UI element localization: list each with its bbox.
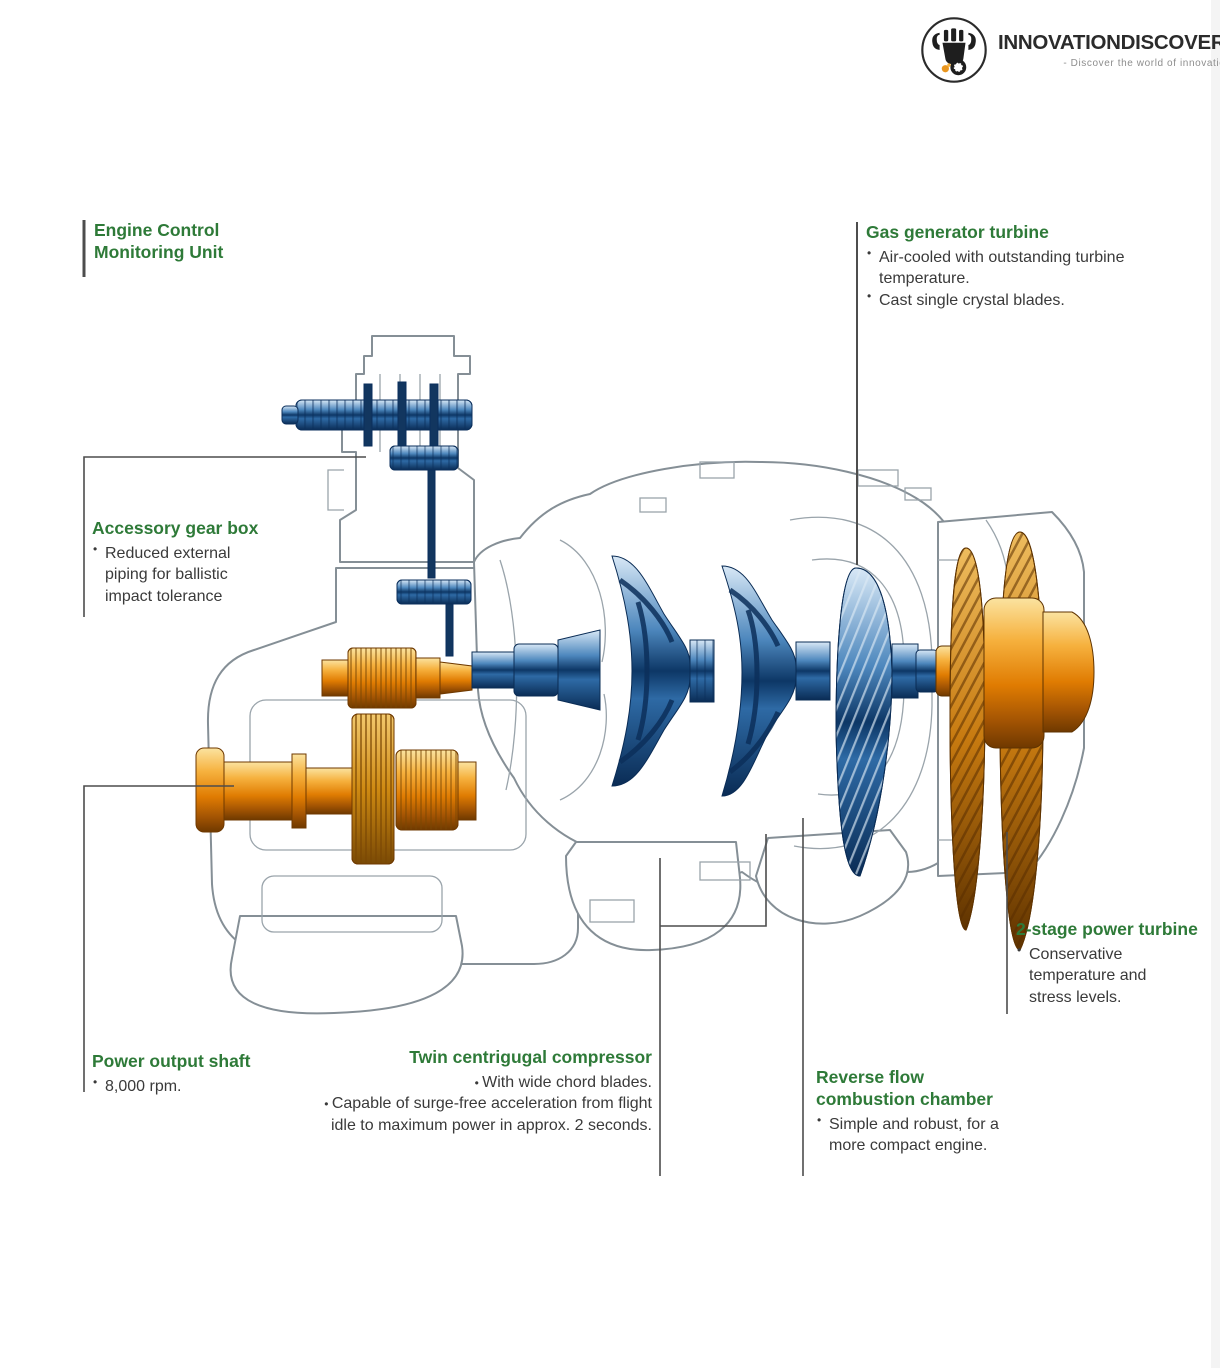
gas-generator-turbine-disc — [835, 567, 893, 877]
leader-power-output-shaft — [83, 785, 234, 1092]
reduction-gear — [351, 713, 395, 865]
bullet-item: Capable of surge-free acceleration from … — [322, 1093, 652, 1136]
output-shaft-end-collar — [457, 761, 477, 821]
bullet-item: 8,000 rpm. — [92, 1075, 282, 1097]
bullet-item: Conservative temperature and stress leve… — [1016, 943, 1168, 1008]
centrifugal-impeller-2 — [721, 565, 797, 797]
label-2-stage-power-turbine: 2-stage power turbine Conservative tempe… — [1016, 918, 1202, 1008]
label-title: Engine Control Monitoring Unit — [94, 220, 224, 263]
layshaft-assembly — [321, 647, 473, 709]
combustor-bottom-bulge — [755, 829, 910, 925]
output-shaft-tip-flange — [195, 747, 225, 833]
bullet-item: Simple and robust, for a more compact en… — [816, 1113, 1034, 1157]
centrifugal-impeller-1 — [611, 555, 691, 787]
label-bullets: Air-cooled with outstanding turbine temp… — [866, 246, 1128, 311]
label-title: Power output shaft — [92, 1051, 251, 1071]
output-shaft-segment — [223, 761, 293, 821]
label-bullets: Simple and robust, for a more compact en… — [816, 1113, 1034, 1157]
accessory-shafts — [281, 381, 473, 657]
label-engine-control-monitoring-unit: Engine Control Monitoring Unit — [94, 219, 236, 263]
power-turbine-disc-1 — [949, 547, 986, 931]
bullet-item: Cast single crystal blades. — [866, 289, 1128, 311]
label-title: 2-stage power turbine — [1016, 919, 1198, 939]
logo-title: INNOVATIONDISCOVERIES.COM — [998, 31, 1220, 54]
power-turbine-hub — [983, 597, 1045, 749]
page-right-border — [1211, 0, 1220, 1368]
label-bullets: Conservative temperature and stress leve… — [1016, 943, 1168, 1008]
output-shaft-segment-2 — [305, 767, 355, 815]
power-output-shaft-assembly — [195, 713, 477, 865]
logo-tagline: - Discover the world of innovations - — [1063, 58, 1220, 69]
output-hub-dome — [1042, 611, 1095, 733]
bullet-item: With wide chord blades. — [322, 1072, 652, 1093]
label-power-output-shaft: Power output shaft 8,000 rpm. — [92, 1050, 282, 1097]
label-bullets: Reduced external piping for ballistic im… — [92, 542, 270, 607]
bullet-item: Reduced external piping for ballistic im… — [92, 542, 270, 607]
label-reverse-flow-combustion-chamber: Reverse flow combustion chamber Simple a… — [816, 1066, 1034, 1157]
output-ribbed-drum — [395, 749, 459, 831]
leader-accessory-gearbox — [83, 456, 366, 617]
engine-logo-icon — [921, 17, 987, 83]
leader-lines — [82, 220, 1008, 1176]
label-bullets: With wide chord blades. Capable of surge… — [322, 1072, 652, 1136]
site-logo: INNOVATIONDISCOVERIES.COM - Discover the… — [918, 14, 1220, 86]
label-bullets: 8,000 rpm. — [92, 1075, 282, 1097]
compressor-bottom-pod — [565, 841, 742, 952]
label-title: Accessory gear box — [92, 518, 259, 538]
logo-text-block: INNOVATIONDISCOVERIES.COM - Discover the… — [998, 31, 1220, 69]
label-title: Reverse flow combustion chamber — [816, 1067, 993, 1110]
bullet-item: Air-cooled with outstanding turbine temp… — [866, 246, 1128, 290]
compressor-spool — [471, 555, 939, 877]
label-twin-centrifugal-compressor: Twin centrigugal compressor With wide ch… — [322, 1046, 652, 1136]
gearbox-bottom-pod — [229, 915, 464, 1015]
label-accessory-gear-box: Accessory gear box Reduced external pipi… — [92, 517, 270, 607]
label-gas-generator-turbine: Gas generator turbine Air-cooled with ou… — [866, 221, 1128, 311]
leader-twin-compressor — [659, 834, 767, 1176]
output-shaft-ring — [291, 753, 307, 829]
label-title: Twin centrigugal compressor — [409, 1047, 652, 1067]
label-title: Gas generator turbine — [866, 222, 1049, 242]
logo-engine-glyph — [932, 28, 976, 76]
